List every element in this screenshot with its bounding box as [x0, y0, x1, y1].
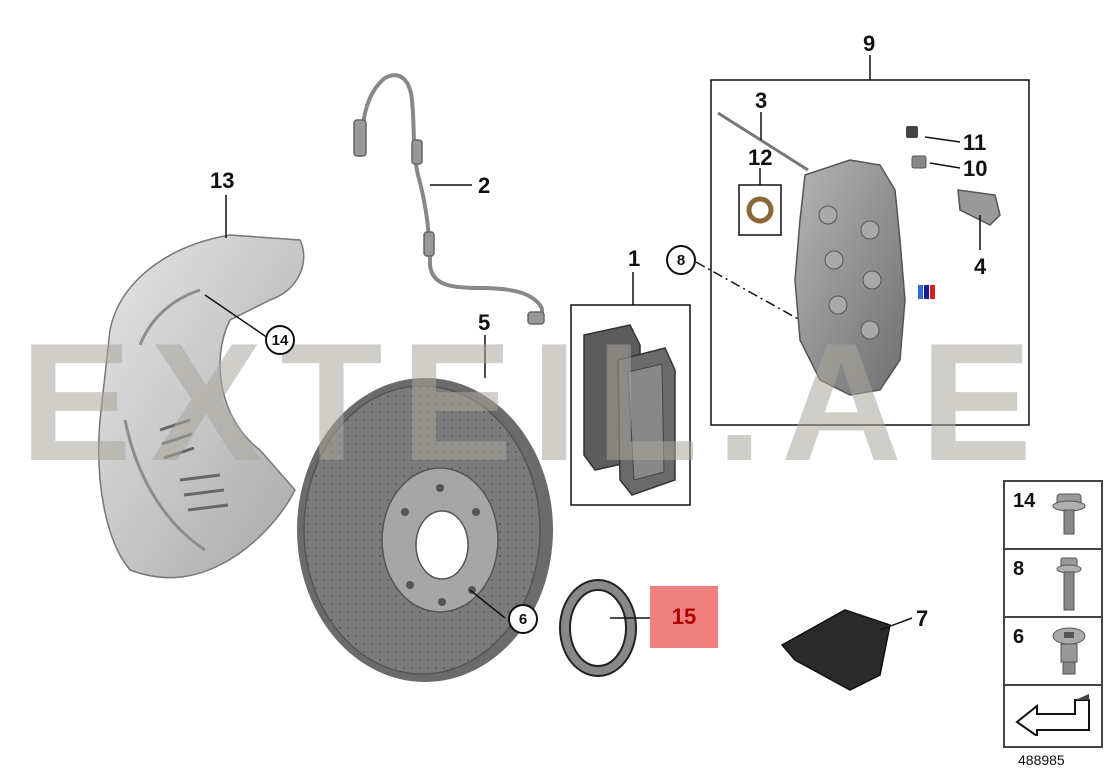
grease-packet-part	[780, 609, 891, 691]
fastener-row: 8	[1005, 550, 1101, 618]
brake-shield-part	[98, 234, 305, 579]
seal-ring-part	[746, 196, 774, 224]
fastener-row-number: 6	[1013, 626, 1025, 648]
flange-bolt-icon	[1052, 493, 1086, 535]
fastener-row-number: 8	[1013, 558, 1025, 580]
brake-pads-part	[583, 324, 676, 496]
image-number: 488985	[1018, 752, 1065, 768]
fastener-table: 14 8 6	[1003, 480, 1103, 748]
brake-caliper-part	[794, 159, 935, 396]
hex-bolt-icon	[1056, 557, 1082, 611]
callout-12: 12	[748, 145, 773, 170]
callout-7: 7	[916, 606, 929, 631]
fastener-row: 6	[1005, 618, 1101, 686]
callout-3: 3	[755, 88, 768, 113]
callout-9: 9	[863, 31, 876, 56]
seal-box	[738, 184, 782, 236]
callout-8-circled: 8	[666, 245, 696, 275]
callout-10: 10	[963, 156, 988, 181]
callout-13: 13	[210, 168, 235, 193]
callout-1: 1	[628, 246, 641, 271]
direction-arrow-cell	[1005, 686, 1101, 746]
callout-11: 11	[963, 130, 987, 155]
wear-sensor-part	[353, 73, 545, 325]
gasket-part	[559, 579, 637, 677]
callout-15-highlighted[interactable]: 15	[650, 586, 718, 648]
fastener-row: 14	[1005, 482, 1101, 550]
brake-disc-part	[297, 378, 553, 682]
callout-5: 5	[478, 310, 491, 335]
callout-6-circled: 6	[508, 604, 538, 634]
callout-14-circled: 14	[265, 325, 295, 355]
spring-clip-part	[957, 189, 1001, 226]
leader-lines	[204, 55, 981, 631]
pin-part	[717, 111, 809, 172]
watermark-text: EXTEIL.AE	[20, 308, 1051, 496]
callout-4: 4	[974, 254, 987, 279]
fastener-row-number: 14	[1013, 490, 1036, 512]
brake-pads-box	[570, 304, 691, 506]
bleed-valve-part	[906, 126, 927, 169]
socket-screw-icon	[1052, 627, 1086, 675]
direction-arrow-icon	[1015, 694, 1090, 736]
callout-2: 2	[478, 173, 491, 198]
